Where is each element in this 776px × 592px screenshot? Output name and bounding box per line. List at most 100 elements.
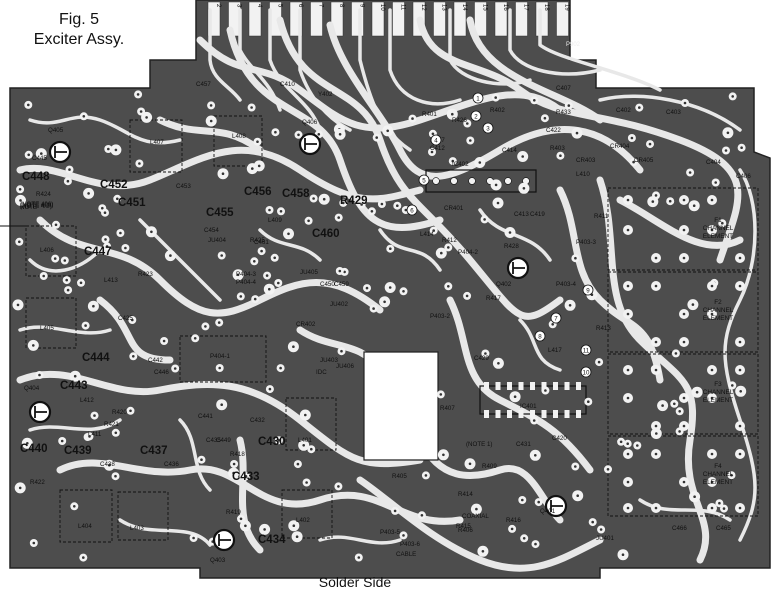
component-label: C414 bbox=[502, 147, 517, 154]
pad-hole bbox=[383, 300, 386, 304]
component-label: L403 bbox=[130, 525, 144, 532]
component-label: R417 bbox=[486, 295, 501, 302]
component-label: C429 bbox=[474, 355, 489, 362]
pad-hole bbox=[521, 155, 524, 158]
pad-hole bbox=[469, 139, 472, 142]
pad-hole bbox=[365, 286, 369, 290]
component-label: COAXIAL bbox=[462, 513, 489, 520]
pad-hole bbox=[66, 179, 70, 183]
component-label: L404 bbox=[78, 523, 92, 530]
channel-element-label: CHANNEL bbox=[703, 389, 734, 396]
connector-pin-number: 2 bbox=[215, 4, 221, 8]
component-label: R422 bbox=[30, 479, 45, 486]
pad-hole bbox=[87, 192, 90, 195]
component-label: C447 bbox=[84, 246, 112, 258]
component-label: NOTE bbox=[20, 204, 37, 211]
connector-pin-number: 14 bbox=[461, 4, 467, 11]
pad-hole bbox=[393, 509, 397, 513]
pad-hole bbox=[626, 228, 630, 232]
pad-hole bbox=[567, 104, 571, 107]
component-label: IC402 bbox=[452, 161, 469, 168]
pad-hole bbox=[731, 95, 734, 98]
component-label: R424 bbox=[36, 191, 51, 198]
component-label: Q404 bbox=[24, 385, 40, 392]
component-label: R421 bbox=[104, 421, 119, 428]
pad-hole bbox=[342, 201, 345, 205]
pad-hole bbox=[626, 198, 630, 202]
transistor-symbols bbox=[28, 132, 568, 552]
pad-hole bbox=[279, 366, 282, 370]
pin-marker bbox=[430, 134, 442, 146]
component-label: R406 bbox=[458, 527, 473, 534]
pad-hole bbox=[682, 396, 686, 400]
component-label: Q401 bbox=[540, 508, 556, 515]
pad-hole bbox=[654, 424, 658, 428]
component-label: JU405 bbox=[300, 269, 318, 276]
pad-hole bbox=[169, 254, 172, 257]
pad-hole bbox=[173, 367, 177, 370]
pad-hole bbox=[442, 453, 445, 457]
pad-hole bbox=[478, 161, 482, 164]
component-label: L409 bbox=[268, 217, 282, 224]
pad-hole bbox=[710, 506, 714, 510]
pad-hole bbox=[691, 303, 695, 306]
pad-hole bbox=[440, 251, 443, 255]
pad-hole bbox=[522, 187, 526, 190]
ic-pin bbox=[468, 177, 476, 185]
component-label: JU402 bbox=[330, 301, 348, 308]
pad-hole bbox=[192, 536, 195, 540]
pad-hole bbox=[129, 409, 132, 413]
channel-element-label: CHANNEL bbox=[703, 471, 734, 478]
pad-hole bbox=[688, 171, 692, 174]
pad-hole bbox=[317, 133, 321, 136]
pad-hole bbox=[654, 194, 658, 197]
pad-hole bbox=[274, 130, 277, 134]
component-label: CR405 bbox=[634, 157, 654, 164]
pad-hole bbox=[510, 527, 514, 531]
component-label: L405 bbox=[40, 325, 54, 332]
component-label: C461 bbox=[254, 239, 269, 246]
ic-pin bbox=[507, 382, 512, 390]
pad-hole bbox=[447, 246, 450, 249]
pad-hole bbox=[654, 340, 658, 344]
component-label: R401 bbox=[422, 111, 437, 118]
pin-marker bbox=[534, 330, 546, 342]
pad-hole bbox=[668, 199, 672, 203]
pin-marker bbox=[470, 110, 482, 122]
pad-hole bbox=[424, 474, 428, 477]
pad-hole bbox=[494, 96, 498, 99]
pin-marker bbox=[580, 366, 592, 378]
component-label: C435 bbox=[206, 437, 221, 444]
component-label: R423 bbox=[138, 271, 153, 278]
connector-pin-number: 5 bbox=[277, 4, 283, 8]
component-label: CABLE bbox=[396, 551, 416, 558]
pad-hole bbox=[220, 403, 223, 407]
pad-hole bbox=[260, 249, 263, 253]
pad-hole bbox=[508, 231, 512, 234]
connector-pin-number: 8 bbox=[338, 4, 344, 8]
component-label: Q403 bbox=[210, 557, 226, 564]
component-label: C459 bbox=[334, 281, 349, 288]
pad-hole bbox=[54, 223, 58, 227]
pad-hole bbox=[693, 495, 696, 499]
pad-hole bbox=[337, 216, 341, 219]
pad-hole bbox=[104, 238, 107, 241]
pad-hole bbox=[682, 340, 686, 344]
ic401-pins bbox=[484, 382, 581, 418]
pad-hole bbox=[468, 462, 472, 466]
pad-hole bbox=[599, 528, 603, 531]
pad-hole bbox=[521, 498, 524, 502]
pad-hole bbox=[673, 402, 676, 406]
component-label: R405 bbox=[392, 473, 407, 480]
small-component-labels: Q405Q406Q404Q403Q402Q401IC402IC401L407L4… bbox=[20, 81, 751, 564]
component-label: C451 bbox=[118, 197, 146, 209]
pad-hole bbox=[439, 393, 443, 396]
pad-hole bbox=[402, 534, 405, 537]
component-label: C450 bbox=[320, 281, 335, 288]
component-label: Q406 bbox=[302, 119, 318, 126]
connector-finger bbox=[556, 1, 569, 37]
component-label: R407 bbox=[440, 405, 455, 412]
pin-marker bbox=[582, 284, 594, 296]
pad-hole bbox=[626, 442, 629, 446]
pad-hole bbox=[116, 197, 119, 201]
